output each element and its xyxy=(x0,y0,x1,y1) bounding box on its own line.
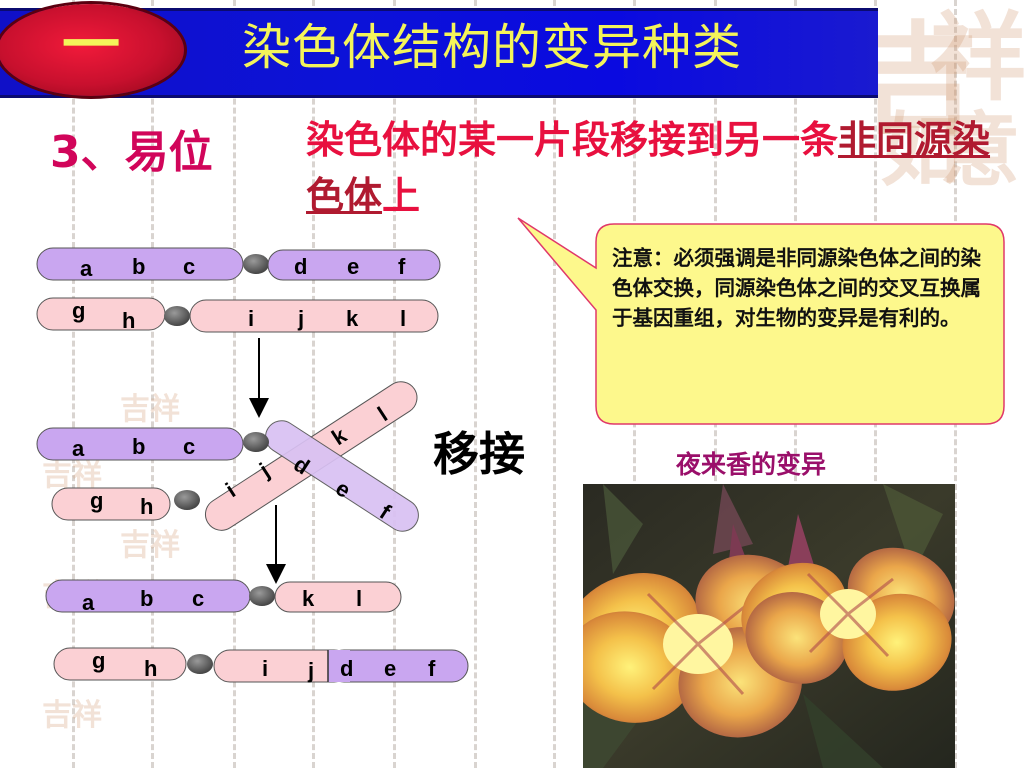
gene-label: c xyxy=(183,254,195,279)
gene-label: f xyxy=(398,254,406,279)
gene-label: g xyxy=(72,298,85,323)
section-number: 一 xyxy=(61,11,120,79)
chromosome-arm-pink xyxy=(189,299,439,333)
chromosome-arm-pink xyxy=(51,487,171,521)
subtitle: 3、易位 xyxy=(50,127,213,178)
bg-dashed-line xyxy=(233,0,236,768)
gene-label: h xyxy=(140,494,153,519)
calligraphy-seal-icon: 吉祥 xyxy=(42,458,102,493)
stage2: a b c k l g h i j d e f xyxy=(36,381,419,532)
gene-label: a xyxy=(72,436,85,461)
page-title: 染色体结构的变异种类 xyxy=(242,19,743,76)
gene-label: h xyxy=(122,308,135,333)
gene-label: l xyxy=(356,586,362,611)
gene-label: b xyxy=(132,434,145,459)
centromere xyxy=(164,306,190,326)
calligraphy-seal-icon: 吉祥 xyxy=(42,698,102,733)
gene-label: l xyxy=(400,306,406,331)
bg-dashed-line xyxy=(151,0,154,768)
chromosome-arm-pink xyxy=(274,581,402,613)
gene-label: c xyxy=(183,434,195,459)
section-number-badge: 一 xyxy=(0,4,184,96)
centromere xyxy=(249,586,275,606)
gene-label: d xyxy=(294,254,307,279)
calligraphy-watermark: 意 xyxy=(940,103,1020,197)
calligraphy-seal-icon: 吉祥 xyxy=(120,392,180,427)
definition-part1: 染色体的某一片段移接到另一条 xyxy=(306,118,839,162)
gene-label: j xyxy=(297,306,304,331)
calligraphy-watermark: 祥 xyxy=(930,1,1024,114)
definition-part2: 上 xyxy=(382,174,421,218)
chromosome-arm-pink xyxy=(53,647,187,681)
centromere xyxy=(187,654,213,674)
flower-photo xyxy=(583,484,955,768)
calligraphy-seal-icon: 吉祥 xyxy=(120,528,180,563)
gene-label: i xyxy=(262,656,268,681)
gene-label: k xyxy=(302,586,315,611)
calligraphy-watermark: 如 xyxy=(880,103,960,197)
chromosome-arm-purple xyxy=(267,249,441,281)
centromere xyxy=(243,432,269,452)
gene-label: a xyxy=(82,590,95,615)
stage3: a b c k l g h i j d e f xyxy=(45,579,469,683)
callout-text: 注意：必须强调是非同源染色体之间的染色体交换，同源染色体之间的交叉互换属于基因重… xyxy=(612,246,981,330)
definition-text: 染色体的某一片段移接到另一条非同源染色体上 xyxy=(306,112,1006,224)
gene-label: k xyxy=(346,306,359,331)
bg-dashed-line xyxy=(312,0,315,768)
bg-dashed-line xyxy=(553,0,556,768)
gene-label: f xyxy=(428,656,436,681)
gene-label: c xyxy=(192,586,204,611)
gene-label: g xyxy=(92,648,105,673)
gene-label: g xyxy=(90,488,103,513)
gene-label: b xyxy=(140,586,153,611)
definition-underlined: 非同源染色体 xyxy=(306,118,991,218)
gene-label: d xyxy=(340,656,353,681)
gene-label: b xyxy=(132,254,145,279)
bg-dashed-line xyxy=(72,0,75,768)
chromosome-arm-pink xyxy=(36,297,166,331)
photo-caption: 夜来香的变异 xyxy=(676,450,827,479)
gene-label: h xyxy=(144,656,157,681)
gene-label: e xyxy=(347,254,359,279)
chromosome-arm-purple-diagonal xyxy=(265,420,419,532)
chromosome-arm-purple xyxy=(36,427,244,461)
centromere xyxy=(243,254,269,274)
move-label: 移接 xyxy=(433,427,525,481)
gene-label: a xyxy=(80,256,93,281)
calligraphy-watermark: 吉 xyxy=(858,9,978,150)
stage1: a b c d e f g h i j k l xyxy=(36,247,441,333)
gene-label: i xyxy=(248,306,254,331)
centromere xyxy=(174,490,200,510)
gene-label: j xyxy=(307,658,314,683)
gene-label: e xyxy=(384,656,396,681)
bg-dashed-line xyxy=(474,0,477,768)
